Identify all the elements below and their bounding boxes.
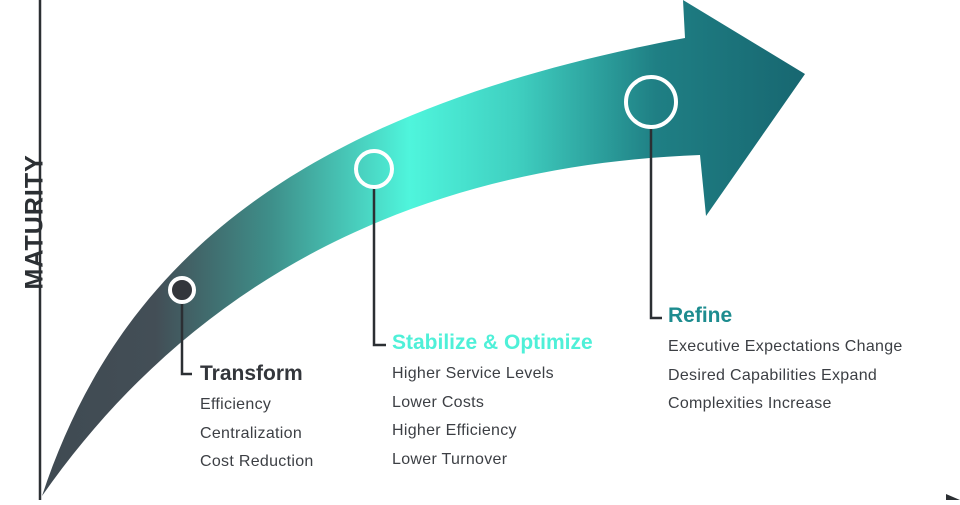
x-axis-arrowhead	[946, 494, 960, 500]
stage-item: Executive Expectations Change	[668, 338, 903, 355]
stage-title: Stabilize & Optimize	[392, 331, 593, 354]
growth-arrow	[42, 0, 805, 496]
transform-connector	[180, 302, 192, 376]
stage-item: Lower Costs	[392, 393, 485, 411]
transform-marker-icon	[168, 276, 196, 304]
stage-item: Complexities Increase	[668, 395, 832, 412]
stage-item: Efficiency	[200, 396, 272, 413]
stage-item: Centralization	[200, 424, 303, 442]
stabilize-marker-icon	[354, 149, 394, 189]
stage-transform: Transform Efficiency Centralization Cost…	[200, 361, 314, 477]
refine-marker-icon	[624, 75, 678, 129]
y-axis-label: MATURITY	[20, 154, 49, 290]
stabilize-connector	[372, 186, 386, 347]
stage-item: Desired Capabilities Expand	[668, 366, 878, 384]
stage-title: Refine	[668, 304, 733, 327]
refine-connector	[649, 128, 662, 320]
stage-stabilize: Stabilize & Optimize Higher Service Leve…	[392, 330, 593, 474]
stage-refine: Refine Executive Expectations Change Des…	[668, 303, 903, 419]
stage-title: Transform	[200, 362, 303, 385]
stage-item: Higher Service Levels	[392, 365, 554, 382]
stage-item: Higher Efficiency	[392, 422, 517, 439]
stage-item: Lower Turnover	[392, 450, 508, 468]
stage-item: Cost Reduction	[200, 453, 314, 470]
